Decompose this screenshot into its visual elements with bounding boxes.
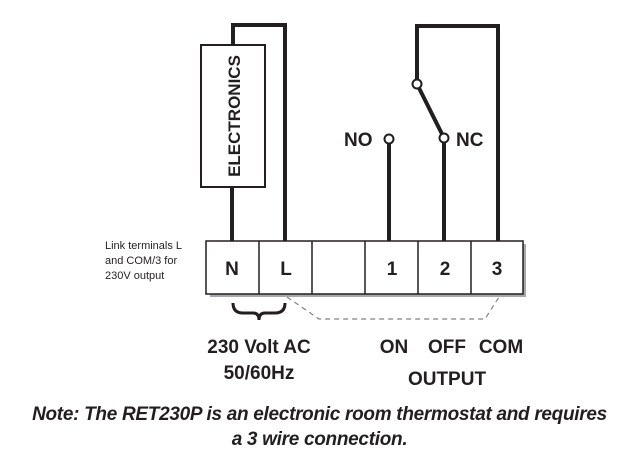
switch-pivot — [411, 78, 423, 90]
supply-frequency: 50/60Hz — [224, 363, 295, 384]
note-line-1: Note: The RET230P is an electronic room … — [32, 404, 607, 425]
terminal-label-n: N — [225, 259, 239, 280]
nc-label: NC — [456, 130, 484, 151]
supply-voltage: 230 Volt AC — [207, 337, 311, 358]
output-on-label: ON — [380, 337, 409, 358]
output-title: OUTPUT — [408, 369, 487, 390]
link-note-line-1: Link terminals L — [105, 240, 182, 252]
wire-live — [231, 23, 287, 241]
switch-arm — [415, 83, 446, 139]
nc-contact — [438, 132, 450, 144]
no-label: NO — [344, 130, 373, 151]
link-note-line-3: 230V output — [105, 270, 164, 282]
no-contact — [383, 133, 395, 145]
note-line-2: a 3 wire connection. — [231, 429, 408, 450]
wire-com — [415, 24, 500, 241]
terminal-label-3: 3 — [492, 259, 503, 280]
link-l-com-dashed — [286, 296, 500, 320]
link-note-line-2: and COM/3 for — [105, 255, 177, 267]
terminal-label-1: 1 — [387, 259, 398, 280]
output-off-label: OFF — [428, 337, 466, 358]
supply-brace — [231, 302, 287, 321]
electronics-label: ELECTRONICS — [225, 55, 244, 177]
terminal-label-l: L — [280, 259, 292, 280]
terminal-label-2: 2 — [440, 259, 451, 280]
output-com-label: COM — [479, 337, 523, 358]
